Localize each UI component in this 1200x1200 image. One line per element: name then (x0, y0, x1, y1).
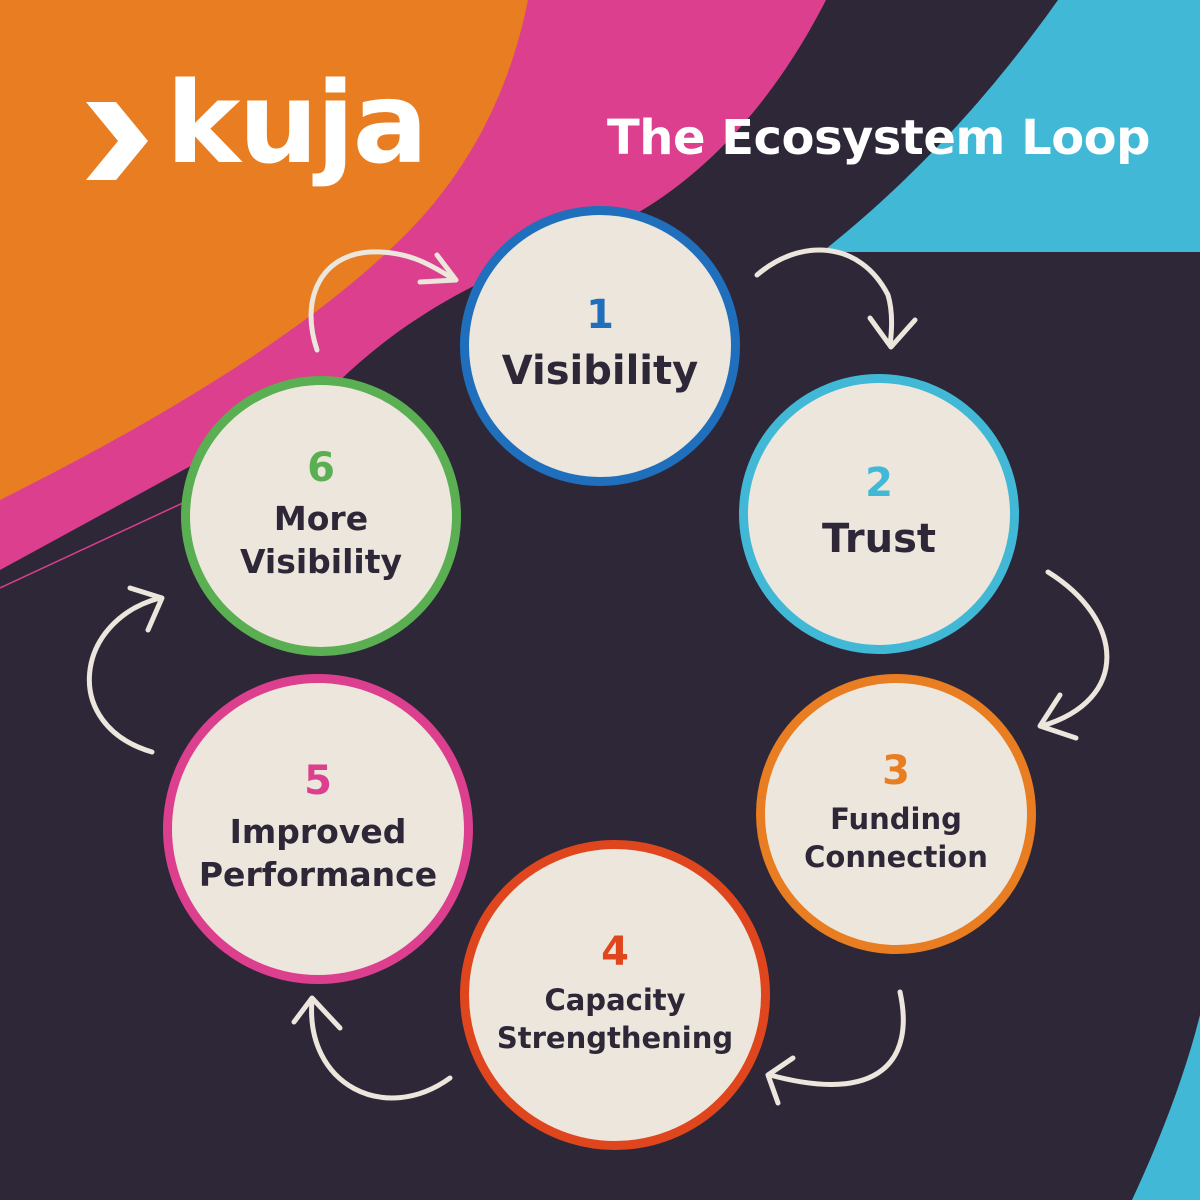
step-number: 5 (304, 758, 332, 805)
arrowhead-icon (127, 585, 165, 633)
step-number: 4 (601, 929, 629, 976)
cyan-shape-bottom-right (1132, 1015, 1200, 1200)
step-number: 3 (882, 748, 910, 795)
step-label: Visibility (501, 348, 699, 394)
connector-1-to-2 (754, 247, 918, 350)
connector-6-to-1 (308, 249, 459, 353)
step-1-visibility: 1 Visibility (460, 206, 740, 486)
step-number: 2 (865, 460, 893, 506)
magenta-shape (0, 0, 826, 570)
chevron-right-icon (86, 102, 148, 180)
step-4-capacity-strengthening: 4 Capacity Strengthening (460, 840, 770, 1150)
step-label: Trust (821, 516, 937, 562)
arrowhead-icon (1037, 692, 1079, 741)
curved-arrow-icon (309, 997, 453, 1101)
kuja-logo: kuja (82, 68, 428, 218)
step-label: Funding Connection (804, 802, 988, 874)
curved-arrow-icon (767, 989, 906, 1087)
step-label: Capacity Strengthening (496, 983, 734, 1055)
arrowhead-icon (765, 1055, 796, 1106)
curved-arrow-icon (86, 595, 163, 755)
step-label: More Visibility (239, 499, 403, 581)
logo-wordmark: kuja (166, 59, 428, 189)
connector-3-to-4 (765, 989, 906, 1106)
step-number: 1 (586, 292, 614, 338)
arrowhead-icon (417, 252, 459, 285)
curved-arrow-icon (308, 249, 455, 353)
curved-arrow-icon (754, 247, 895, 348)
connector-5-to-6 (86, 585, 165, 755)
curved-arrow-icon (1039, 569, 1110, 729)
arrowhead-icon (867, 315, 918, 350)
page-title: The Ecosystem Loop (607, 110, 1150, 166)
step-6-more-visibility: 6 More Visibility (181, 376, 461, 656)
step-2-trust: 2 Trust (739, 374, 1019, 654)
step-number: 6 (307, 445, 335, 492)
connector-4-to-5 (291, 995, 453, 1101)
step-label: Improved Performance (198, 812, 438, 894)
cyan-shape-top-right (822, 0, 1200, 252)
step-3-funding-connection: 3 Funding Connection (756, 674, 1036, 954)
arrowhead-icon (291, 995, 343, 1031)
step-5-improved-performance: 5 Improved Performance (163, 674, 473, 984)
connector-2-to-3 (1037, 569, 1110, 741)
thin-divider-line (0, 494, 201, 589)
